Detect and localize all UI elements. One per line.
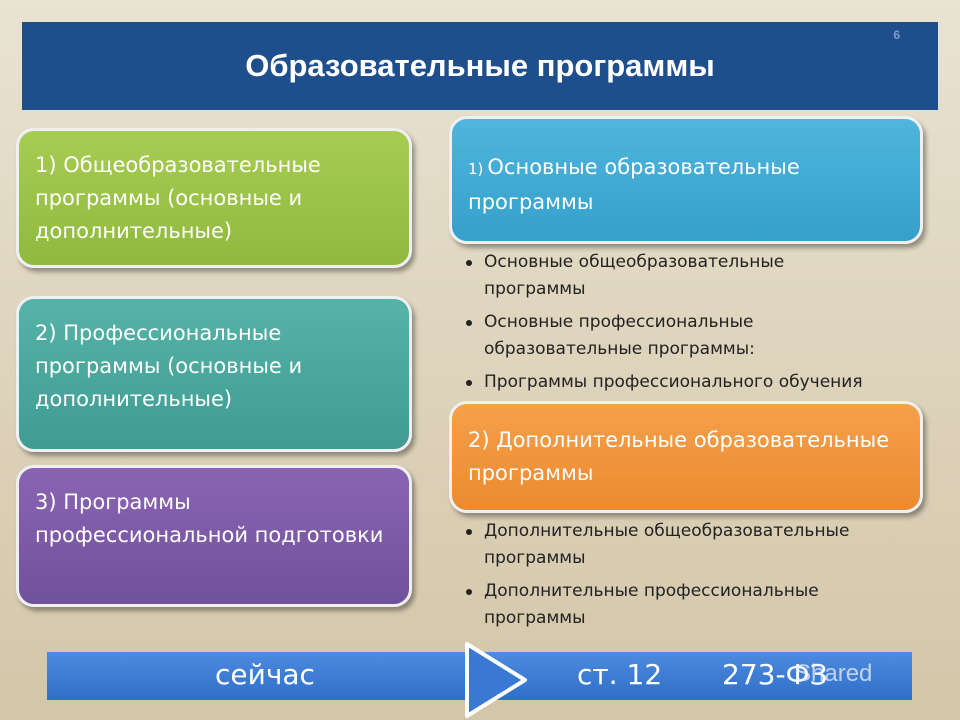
title-banner: Образовательные программы 6 xyxy=(22,22,938,110)
basic-programs-list: Основные общеобразовательные программы О… xyxy=(462,249,922,402)
box-label: 3) Программы профессиональной подготовки xyxy=(35,490,384,547)
professional-training-programs-box: 3) Программы профессиональной подготовки xyxy=(16,465,412,607)
box-label: 2) Профессиональные программы (основные … xyxy=(35,321,303,411)
box-number: 1) xyxy=(468,160,484,178)
slide-title: Образовательные программы xyxy=(245,48,715,83)
footer-now-label: сейчас xyxy=(215,658,315,691)
professional-programs-box: 2) Профессиональные программы (основные … xyxy=(16,296,412,452)
list-item: Дополнительные общеобразовательные прогр… xyxy=(462,518,922,572)
list-item: Основные общеобразовательные программы xyxy=(462,249,922,303)
list-item: Программы профессионального обучения xyxy=(462,369,922,396)
box-label: 1)Основные образовательные программы xyxy=(468,151,904,219)
basic-educational-programs-box: 1)Основные образовательные программы xyxy=(449,116,923,244)
play-arrow-icon xyxy=(465,642,527,718)
box-label: 1) Общеобразовательные программы (основн… xyxy=(35,153,321,243)
footer-article-label: ст. 12 xyxy=(577,658,663,691)
box-label: 2) Дополнительные образовательные програ… xyxy=(468,428,890,485)
footer-law-label: 273-ФЗ xyxy=(722,658,828,691)
list-item: Основные профессиональные образовательны… xyxy=(462,309,922,363)
list-item: Дополнительные профессиональные программ… xyxy=(462,578,922,632)
watermark-text: Shared xyxy=(795,660,873,687)
general-education-programs-box: 1) Общеобразовательные программы (основн… xyxy=(16,128,412,268)
additional-programs-list: Дополнительные общеобразовательные прогр… xyxy=(462,518,922,638)
additional-educational-programs-box: 2) Дополнительные образовательные програ… xyxy=(449,401,923,513)
box-text: Основные образовательные программы xyxy=(468,155,800,214)
slide-number: 6 xyxy=(893,28,900,42)
